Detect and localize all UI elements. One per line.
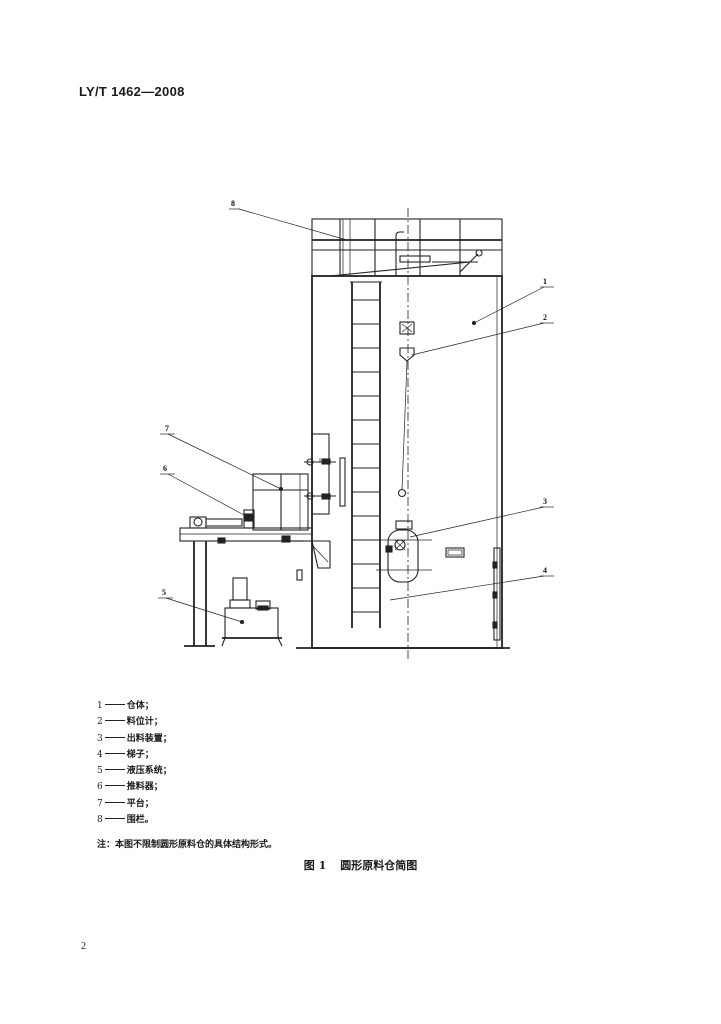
figure-caption: 图 1 圆形原料仓简图	[0, 857, 721, 873]
callout-4: 4	[543, 566, 547, 575]
legend-number: 8	[97, 815, 103, 826]
figure-note: 注：本图不限制圆形原料仓的具体结构形式。	[97, 840, 278, 850]
legend-label: 推料器；	[126, 782, 163, 793]
legend-number: 2	[97, 717, 103, 728]
legend-dash	[104, 704, 125, 705]
callout-1: 1	[543, 277, 547, 286]
discharge-device	[376, 520, 465, 583]
callout-2: 2	[543, 313, 547, 322]
legend-dash	[104, 801, 125, 803]
legend-item: 8 围栏。	[97, 812, 172, 828]
legend-number: 7	[97, 798, 103, 809]
legend-label: 围栏。	[126, 815, 154, 826]
legend-label: 出料装置；	[126, 733, 172, 744]
support-legs	[184, 540, 304, 647]
standard-code: LY/T 1462—2008	[79, 84, 185, 99]
legend-number: 3	[97, 733, 103, 744]
legend-item: 2 料位计；	[97, 714, 172, 730]
callout-7: 7	[165, 424, 169, 433]
legend-number: 5	[97, 766, 103, 777]
legend-item: 5 液压系统；	[97, 763, 172, 779]
legend-dash	[104, 785, 125, 787]
legend-dash	[104, 736, 125, 738]
page-number: 2	[81, 941, 86, 952]
leader-lines	[165, 208, 545, 623]
legend-number: 6	[97, 782, 103, 793]
legend-label: 平台；	[126, 798, 154, 809]
legend-label: 液压系统；	[126, 766, 172, 777]
legend-dash	[104, 752, 125, 754]
platform	[179, 433, 346, 581]
legend: 1 仓体； 2 料位计； 3 出料装置； 4 梯子； 5 液压系统； 6 推料器； 7 平台； 8 围栏。	[97, 698, 172, 828]
legend-label: 梯子；	[126, 749, 154, 760]
legend-dash	[104, 769, 125, 771]
figure-number: 图 1	[303, 859, 327, 872]
legend-item: 1 仓体；	[97, 698, 172, 714]
figure-title: 圆形原料仓简图	[340, 859, 418, 872]
legend-dash	[104, 720, 125, 722]
ladder	[350, 281, 382, 628]
legend-label: 料位计；	[126, 717, 163, 728]
pusher	[189, 509, 255, 529]
level-indicator	[397, 321, 415, 498]
hydraulic-system	[221, 577, 283, 647]
callout-8: 8	[231, 199, 235, 208]
legend-item: 7 平台；	[97, 796, 172, 812]
callout-5: 5	[162, 588, 166, 597]
legend-item: 6 推料器；	[97, 779, 172, 795]
callout-6: 6	[163, 464, 167, 473]
legend-label: 仓体；	[126, 701, 154, 711]
callout-numbers: 8 1 2 3 4 7 6 5	[158, 199, 554, 599]
legend-item: 3 出料装置；	[97, 731, 172, 747]
legend-item: 4 梯子；	[97, 747, 172, 763]
legend-number: 1	[97, 701, 103, 711]
guardrail-structure	[311, 218, 503, 277]
side-brackets	[492, 547, 501, 641]
legend-dash	[104, 818, 125, 820]
legend-number: 4	[97, 749, 103, 760]
callout-3: 3	[543, 497, 547, 506]
silo-diagram: 8 1 2 3 4 7 6 5	[158, 199, 554, 660]
